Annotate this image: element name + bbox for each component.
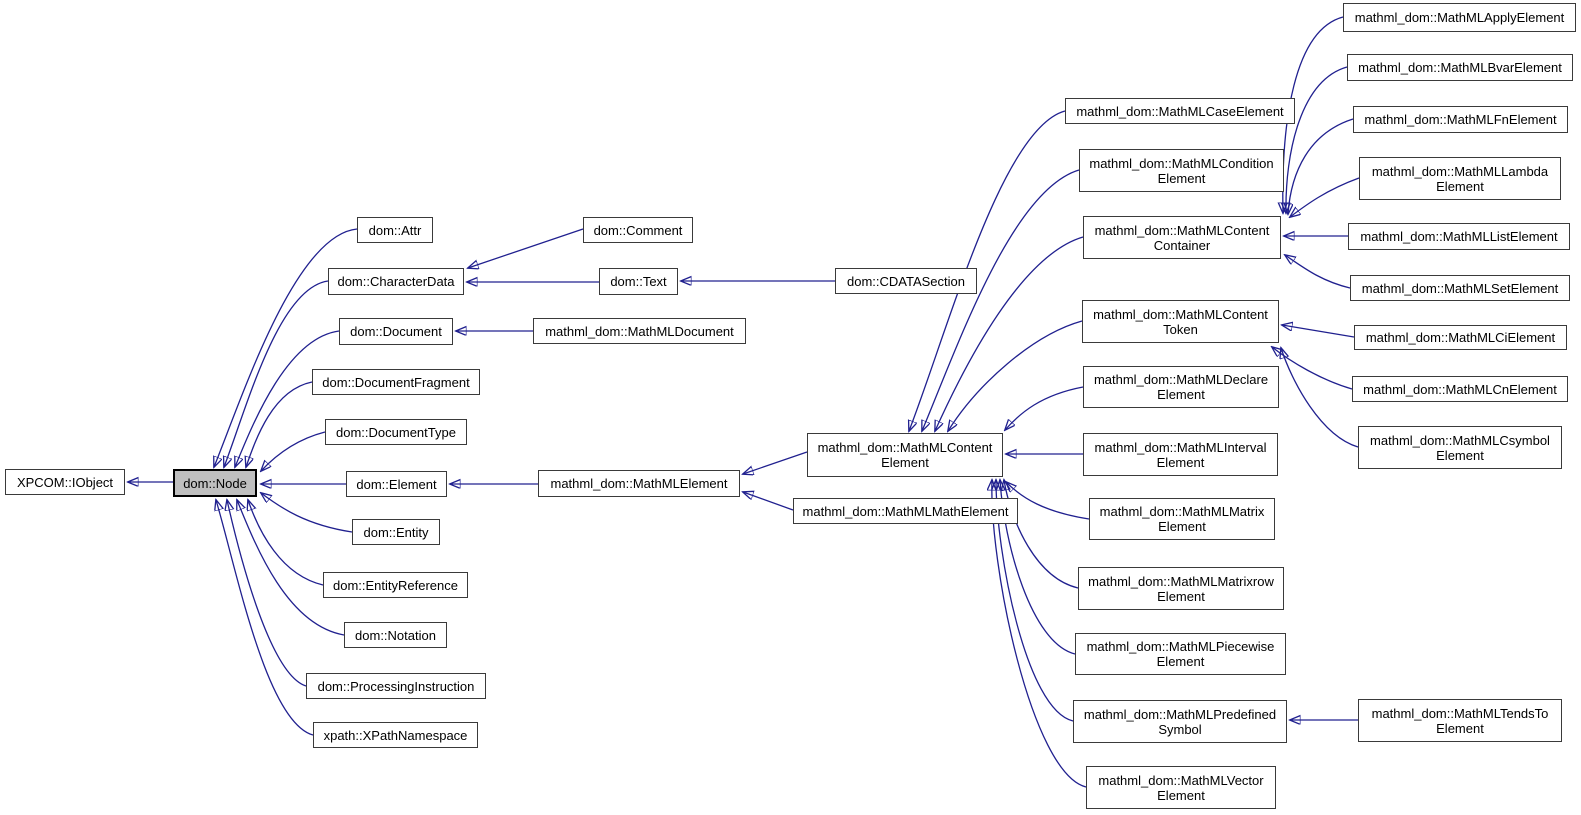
class-box-dom-documentfragment[interactable]: dom::DocumentFragment: [312, 369, 480, 395]
class-box-mathml-contenttoken[interactable]: mathml_dom::MathMLContent Token: [1082, 300, 1279, 343]
class-box-dom-document[interactable]: dom::Document: [339, 318, 453, 345]
class-box-dom-comment[interactable]: dom::Comment: [583, 217, 693, 243]
class-box-mathml-conditionelement[interactable]: mathml_dom::MathMLCondition Element: [1079, 149, 1284, 192]
class-box-mathml-predefinedsymbol[interactable]: mathml_dom::MathMLPredefined Symbol: [1073, 700, 1287, 743]
class-box-dom-cdatasection[interactable]: dom::CDATASection: [835, 268, 977, 294]
class-box-dom-processinginstruction[interactable]: dom::ProcessingInstruction: [306, 673, 486, 699]
class-box-mathml-bvarelement[interactable]: mathml_dom::MathMLBvarElement: [1347, 54, 1573, 81]
class-box-mathml-intervalelement[interactable]: mathml_dom::MathMLInterval Element: [1083, 433, 1278, 476]
class-box-mathml-caseelement[interactable]: mathml_dom::MathMLCaseElement: [1065, 98, 1295, 124]
class-box-mathml-setelement[interactable]: mathml_dom::MathMLSetElement: [1350, 275, 1570, 301]
class-box-mathml-tendstoelement[interactable]: mathml_dom::MathMLTendsTo Element: [1358, 699, 1562, 742]
class-box-mathml-document[interactable]: mathml_dom::MathMLDocument: [533, 318, 746, 344]
class-box-dom-node: dom::Node: [173, 469, 257, 497]
class-box-mathml-applyelement[interactable]: mathml_dom::MathMLApplyElement: [1343, 3, 1576, 32]
class-box-mathml-cielement[interactable]: mathml_dom::MathMLCiElement: [1354, 325, 1567, 350]
class-box-mathml-mathelement[interactable]: mathml_dom::MathMLMathElement: [793, 498, 1018, 524]
class-box-mathml-csymbolelement[interactable]: mathml_dom::MathMLCsymbol Element: [1358, 426, 1562, 469]
class-box-xpcom-iobject[interactable]: XPCOM::IObject: [5, 469, 125, 495]
class-box-mathml-lambdaelement[interactable]: mathml_dom::MathMLLambda Element: [1359, 157, 1561, 200]
class-box-mathml-matrixrowelement[interactable]: mathml_dom::MathMLMatrixrow Element: [1078, 567, 1284, 610]
class-box-mathml-fnelement[interactable]: mathml_dom::MathMLFnElement: [1353, 106, 1568, 133]
class-box-mathml-listelement[interactable]: mathml_dom::MathMLListElement: [1348, 223, 1570, 250]
class-box-dom-element[interactable]: dom::Element: [346, 471, 447, 497]
class-box-xpath-xpathnamespace[interactable]: xpath::XPathNamespace: [313, 722, 478, 748]
class-box-dom-attr[interactable]: dom::Attr: [357, 217, 433, 243]
class-box-mathml-contentelement[interactable]: mathml_dom::MathMLContent Element: [807, 433, 1003, 477]
class-box-dom-entity[interactable]: dom::Entity: [352, 519, 440, 545]
class-box-mathml-declareelement[interactable]: mathml_dom::MathMLDeclare Element: [1083, 366, 1279, 408]
class-box-dom-text[interactable]: dom::Text: [599, 268, 678, 295]
class-box-mathml-piecewiseelement[interactable]: mathml_dom::MathMLPiecewise Element: [1075, 633, 1286, 675]
class-box-dom-documenttype[interactable]: dom::DocumentType: [325, 419, 467, 445]
class-box-mathml-matrixelement[interactable]: mathml_dom::MathMLMatrix Element: [1089, 498, 1275, 540]
class-box-mathml-contentcontainer[interactable]: mathml_dom::MathMLContent Container: [1083, 216, 1281, 259]
class-box-mathml-element[interactable]: mathml_dom::MathMLElement: [538, 470, 740, 497]
class-box-dom-notation[interactable]: dom::Notation: [344, 622, 447, 648]
class-box-mathml-vectorelement[interactable]: mathml_dom::MathMLVector Element: [1086, 766, 1276, 809]
class-box-mathml-cnelement[interactable]: mathml_dom::MathMLCnElement: [1352, 376, 1568, 402]
class-box-dom-entityreference[interactable]: dom::EntityReference: [323, 572, 468, 598]
class-box-dom-characterdata[interactable]: dom::CharacterData: [328, 268, 464, 295]
